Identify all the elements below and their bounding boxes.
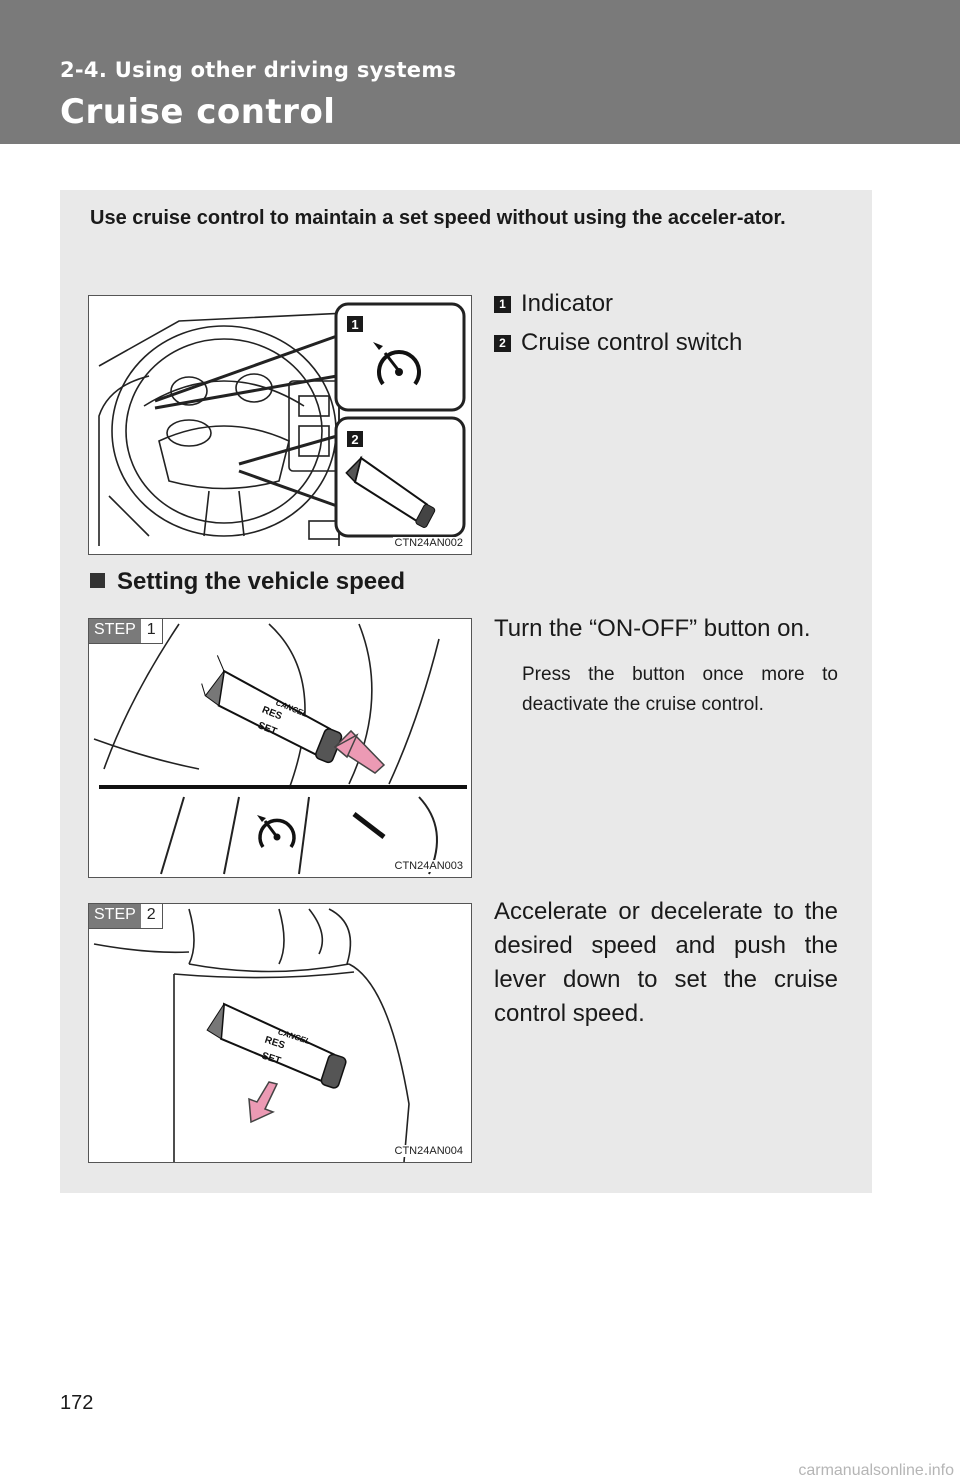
section-label: 2-4. Using other driving systems — [60, 58, 457, 82]
step1-illustration: CANCEL RES SET — [93, 623, 467, 875]
figure-code: CTN24AN002 — [392, 537, 465, 549]
page-title: Cruise control — [60, 92, 336, 132]
page-header: 2-4. Using other driving systems Cruise … — [0, 0, 960, 144]
section-heading: Setting the vehicle speed — [90, 568, 405, 596]
page-number: 172 — [60, 1392, 94, 1414]
step2-illustration: CANCEL RES SET — [93, 908, 410, 1162]
push-down-arrow-icon — [248, 1081, 279, 1124]
watermark: carmanualsonline.info — [798, 1462, 954, 1479]
square-bullet-icon — [90, 573, 105, 588]
figure-code: CTN24AN003 — [392, 860, 465, 872]
callout-cruise-switch: 2 Cruise control switch — [494, 329, 742, 357]
speedometer-icon — [373, 342, 421, 386]
figure-code: CTN24AN004 — [392, 1145, 465, 1157]
svg-text:1: 1 — [351, 317, 358, 332]
dashboard-illustration: 1 2 — [98, 302, 466, 546]
intro-text: Use cruise control to maintain a set spe… — [90, 207, 786, 229]
callout-label: Cruise control switch — [521, 329, 743, 356]
callout-badge: 1 — [494, 295, 511, 313]
callout-label: Indicator — [521, 290, 614, 317]
callout-badge: 2 — [494, 334, 511, 352]
step2-instruction: Accelerate or decelerate to the desired … — [494, 898, 838, 1027]
step1-note: Press the button once more to deactivate… — [522, 664, 838, 715]
cruise-switch-icon — [345, 455, 436, 528]
cruise-switch-lever: CANCEL RES SET — [201, 655, 343, 764]
svg-text:2: 2 — [351, 432, 358, 447]
step1-instruction: Turn the “ON-OFF” button on. — [494, 615, 811, 642]
speedometer-icon — [257, 815, 296, 848]
callout-indicator: 1 Indicator — [494, 290, 613, 318]
cruise-switch-lever: CANCEL RES SET — [206, 1002, 347, 1089]
dashboard-figure: 1 2 CTN24AN002 — [88, 295, 472, 555]
